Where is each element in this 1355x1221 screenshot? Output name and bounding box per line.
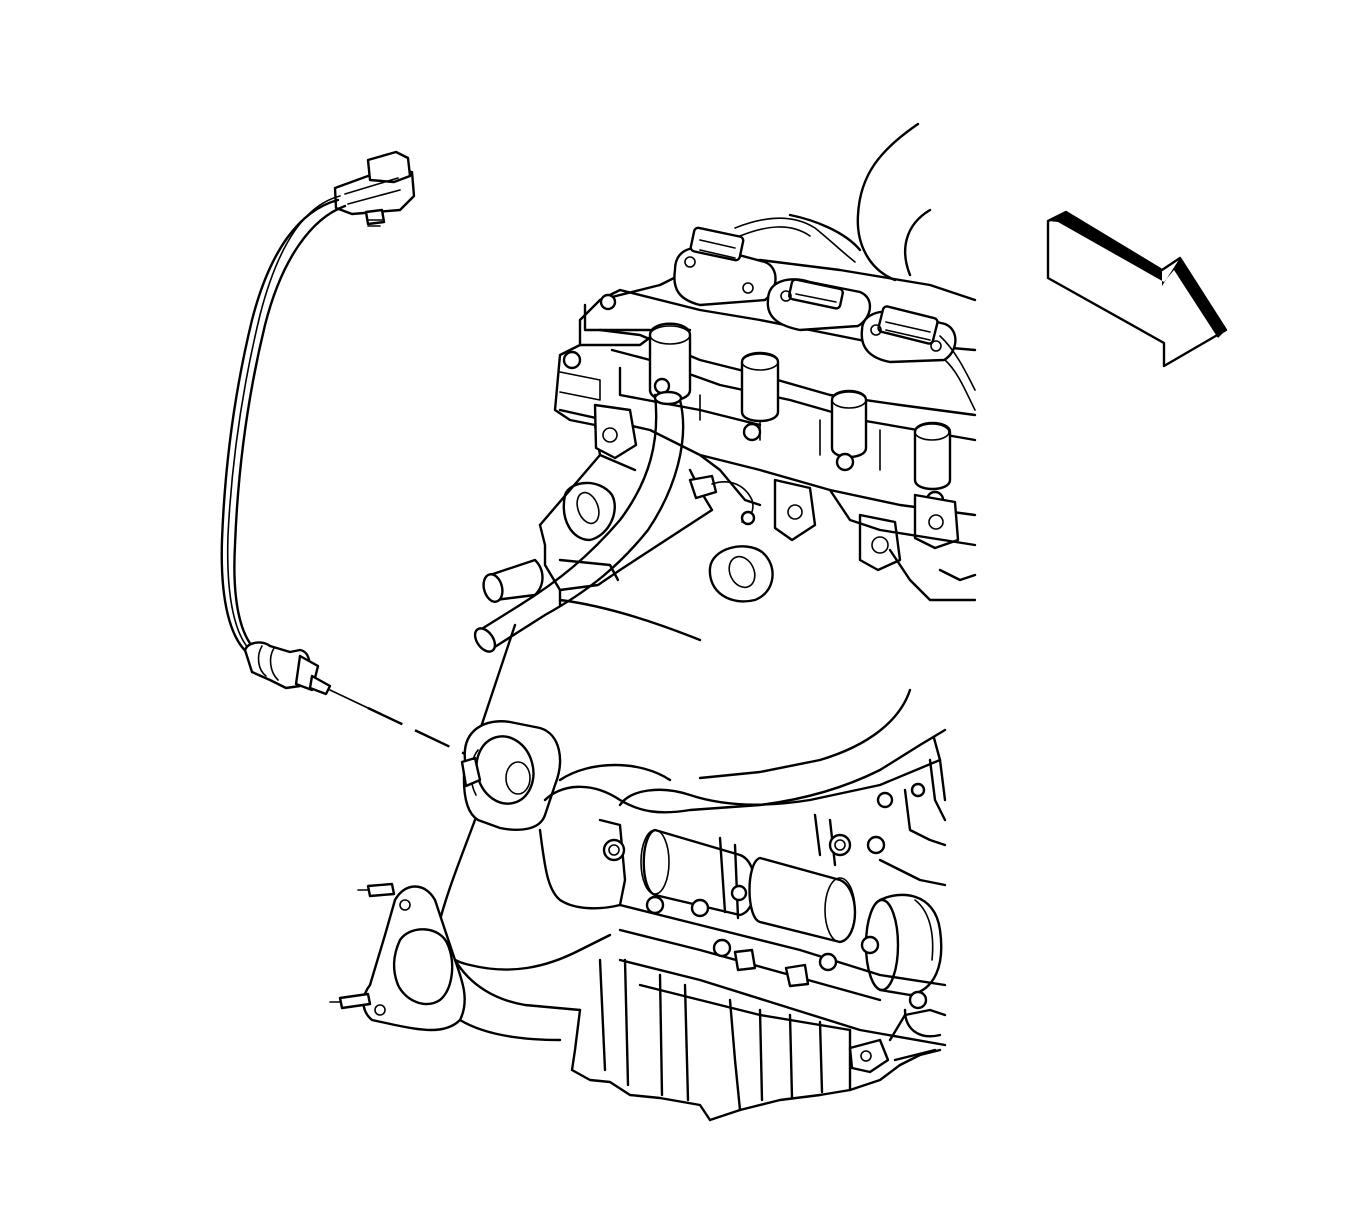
view-direction-arrow-icon — [1046, 210, 1228, 368]
engine-block-lower-icon — [570, 758, 947, 1122]
exhaust-manifold-icon — [329, 598, 947, 1042]
connector-icon — [333, 150, 416, 227]
oxygen-sensor-icon — [220, 150, 416, 709]
engine-block-icon — [473, 122, 977, 653]
ignition-coil-icon — [673, 217, 976, 411]
